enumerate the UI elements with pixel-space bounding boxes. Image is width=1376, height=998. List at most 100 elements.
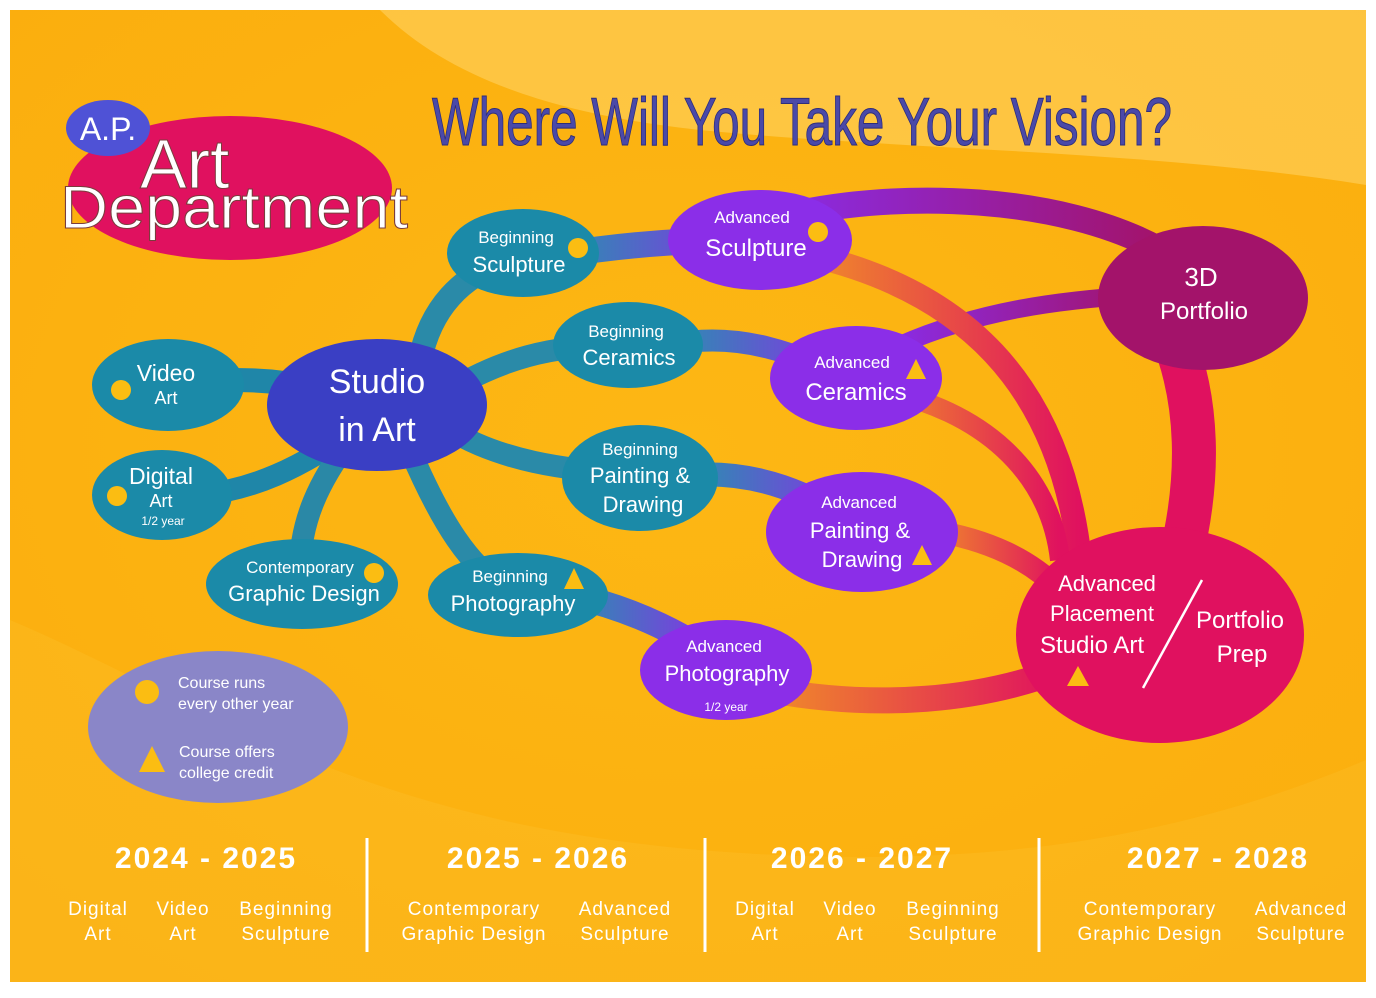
- schedule-course: Graphic Design: [1078, 924, 1223, 945]
- every-other-year-marker: [808, 222, 828, 242]
- adv-photo-note: 1/2 year: [704, 700, 747, 714]
- node-studio-in-art: Studio in Art: [267, 339, 487, 471]
- adv-sculpture-line1: Advanced: [714, 208, 790, 227]
- legend-circle-icon: [135, 680, 159, 704]
- graphic-design-line1: Contemporary: [246, 558, 354, 577]
- schedule: 2024 - 2025 Digital Art Video Art Beginn…: [68, 838, 1348, 952]
- studio-line2: in Art: [338, 411, 416, 449]
- beg-photo-line2: Photography: [451, 591, 576, 616]
- every-other-year-marker: [364, 563, 384, 583]
- digital-art-note: 1/2 year: [141, 514, 184, 528]
- schedule-course: Sculpture: [241, 924, 330, 945]
- adv-ceramics-line1: Advanced: [814, 353, 890, 372]
- adv-painting-line3: Drawing: [822, 547, 903, 572]
- digital-art-line1: Digital: [129, 463, 193, 489]
- portfolio-3d-line2: Portfolio: [1160, 298, 1248, 325]
- adv-sculpture-line2: Sculpture: [705, 235, 806, 262]
- beg-sculpture-line1: Beginning: [478, 228, 554, 247]
- background-swoosh: [380, 10, 1366, 185]
- legend: Course runs every other year Course offe…: [88, 651, 348, 803]
- adv-photo-line1: Advanced: [686, 637, 762, 656]
- slash-divider: [1141, 579, 1204, 689]
- legend-triangle-line1: Course offers: [179, 744, 275, 761]
- schedule-course: Sculpture: [1256, 924, 1345, 945]
- digital-art-line2: Art: [149, 491, 172, 511]
- page-title: Where Will You Take Your Vision?: [432, 84, 1172, 160]
- beg-ceramics-line2: Ceramics: [583, 345, 676, 370]
- schedule-course: Video: [156, 899, 209, 920]
- schedule-course: Graphic Design: [402, 924, 547, 945]
- beg-painting-line3: Drawing: [603, 492, 684, 517]
- beg-ceramics-line1: Beginning: [588, 322, 664, 341]
- ap-line3: Studio Art: [1040, 632, 1144, 659]
- every-other-year-marker: [107, 486, 127, 506]
- year-heading: 2025 - 2026: [447, 842, 629, 875]
- node-digital-art: Digital Art 1/2 year: [92, 450, 232, 540]
- college-credit-marker: [564, 568, 584, 589]
- node-3d-portfolio: 3D Portfolio: [1098, 226, 1308, 370]
- schedule-course: Advanced: [579, 899, 672, 920]
- adv-painting-line2: Painting &: [810, 518, 911, 543]
- year-heading: 2026 - 2027: [771, 842, 953, 875]
- college-credit-marker: [1067, 666, 1089, 686]
- schedule-course: Sculpture: [580, 924, 669, 945]
- schedule-course: Art: [169, 924, 196, 945]
- schedule-course: Art: [836, 924, 863, 945]
- video-art-line1: Video: [137, 360, 195, 386]
- beg-sculpture-line2: Sculpture: [473, 252, 566, 277]
- logo-art-text: Art: [140, 125, 229, 203]
- year-heading: 2024 - 2025: [115, 842, 297, 875]
- node-advanced-painting: Advanced Painting & Drawing: [766, 472, 958, 592]
- graphic-design-line2: Graphic Design: [228, 581, 380, 606]
- logo: A.P. Art Department: [60, 100, 409, 260]
- every-other-year-marker: [111, 380, 131, 400]
- node-advanced-photography: Advanced Photography 1/2 year: [640, 620, 812, 720]
- node-beginning-ceramics: Beginning Ceramics: [553, 302, 703, 388]
- adv-ceramics-line2: Ceramics: [805, 379, 906, 406]
- legend-circle-line2: every other year: [178, 696, 294, 713]
- schedule-course: Art: [84, 924, 111, 945]
- ap-line2: Placement: [1050, 601, 1154, 626]
- badge-bubble: [66, 100, 150, 156]
- schedule-course: Advanced: [1255, 899, 1348, 920]
- logo-department-text: Department: [60, 174, 408, 241]
- video-art-line2: Art: [154, 388, 177, 408]
- background-swoosh-lower: [10, 620, 1366, 982]
- every-other-year-marker: [568, 238, 588, 258]
- college-credit-marker: [912, 545, 932, 565]
- schedule-course: Beginning: [239, 899, 333, 920]
- schedule-course: Contemporary: [408, 899, 540, 920]
- portfolio-3d-line1: 3D: [1184, 262, 1217, 292]
- adv-photo-line2: Photography: [665, 661, 790, 686]
- schedule-course: Beginning: [906, 899, 1000, 920]
- ap-badge-text: A.P.: [80, 111, 136, 147]
- college-credit-marker: [906, 359, 926, 379]
- node-beginning-painting: Beginning Painting & Drawing: [562, 425, 718, 531]
- year-heading: 2027 - 2028: [1127, 842, 1309, 875]
- node-graphic-design: Contemporary Graphic Design: [206, 539, 398, 629]
- node-beginning-sculpture: Beginning Sculpture: [447, 209, 599, 297]
- node-beginning-photography: Beginning Photography: [428, 553, 608, 637]
- schedule-course: Digital: [68, 899, 128, 920]
- schedule-course: Digital: [735, 899, 795, 920]
- studio-line1: Studio: [329, 363, 425, 401]
- portfolio-prep-line1: Portfolio: [1196, 607, 1284, 634]
- ap-line1: Advanced: [1058, 571, 1156, 596]
- legend-circle-line1: Course runs: [178, 675, 265, 692]
- node-advanced-ceramics: Advanced Ceramics: [770, 326, 942, 430]
- node-ap-studio-art: Advanced Placement Studio Art Portfolio …: [1016, 527, 1304, 743]
- schedule-course: Video: [823, 899, 876, 920]
- beg-painting-line2: Painting &: [590, 463, 691, 488]
- schedule-course: Contemporary: [1084, 899, 1216, 920]
- beg-painting-line1: Beginning: [602, 440, 678, 459]
- legend-triangle-icon: [139, 746, 165, 772]
- schedule-course: Art: [751, 924, 778, 945]
- logo-blob: [68, 116, 392, 260]
- node-advanced-sculpture: Advanced Sculpture: [668, 190, 852, 290]
- beg-photo-line1: Beginning: [472, 567, 548, 586]
- portfolio-prep-line2: Prep: [1217, 641, 1268, 668]
- node-video-art: Video Art: [92, 339, 244, 431]
- schedule-course: Sculpture: [908, 924, 997, 945]
